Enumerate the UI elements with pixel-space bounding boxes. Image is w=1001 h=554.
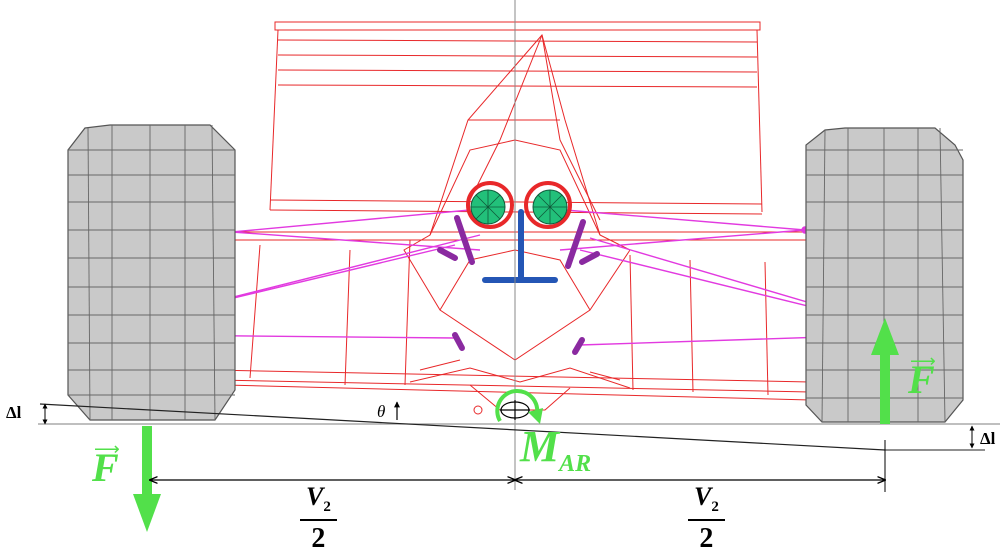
rear-wing (269, 21, 763, 215)
moment-arrow-icon (495, 389, 543, 424)
pushrods (437, 215, 600, 355)
tilt-line (39, 403, 886, 451)
half-track-right-fraction: V2 2 (688, 484, 725, 553)
force-right-vector-arrow-icon: ⟶ (910, 351, 936, 371)
force-left-arrow-icon (133, 426, 161, 532)
force-left-label: ⟶F (92, 439, 120, 490)
right-tyre (805, 127, 964, 423)
diffuser (211, 231, 813, 415)
theta-label: θ (377, 402, 386, 421)
delta-left-label: Δl (6, 403, 22, 422)
center-point-symbol (500, 400, 530, 420)
left-tyre (67, 124, 236, 421)
half-track-left-fraction: V2 2 (300, 484, 337, 553)
force-right-arrow-icon (871, 318, 899, 424)
delta-right-label: Δl (980, 429, 996, 448)
damper-hubs (466, 181, 572, 229)
moment-label: MAR (520, 422, 592, 477)
anti-roll-bar (482, 209, 558, 283)
force-left-vector-arrow-icon: ⟶ (94, 439, 120, 459)
force-right-label: ⟶F (908, 351, 936, 402)
engine-cover (403, 33, 631, 361)
